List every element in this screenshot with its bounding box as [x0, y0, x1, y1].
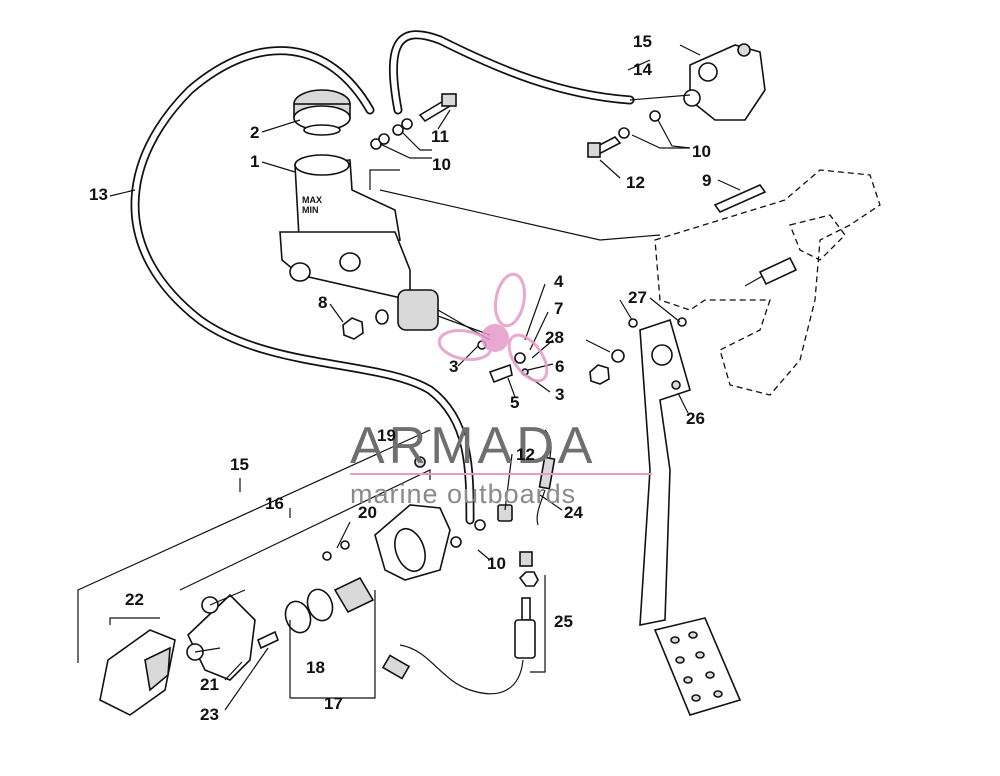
callout-14: 14	[633, 60, 652, 79]
callout-25: 25	[554, 612, 573, 631]
callout-8: 8	[318, 293, 327, 312]
callout-labels: 2 1 13 8 11 10 15 14 10 12 9 4 7 28 6 3 …	[89, 32, 711, 724]
callout-12-lower: 12	[516, 445, 535, 464]
callout-7: 7	[554, 299, 563, 318]
callout-13: 13	[89, 185, 108, 204]
hose-14	[388, 30, 635, 115]
brake-pads	[99, 629, 176, 716]
pedal-pad-holes	[670, 631, 723, 702]
callout-10-lower: 10	[487, 554, 506, 573]
kit-frame-10-lower	[477, 549, 491, 561]
callout-12-upper: 12	[626, 173, 645, 192]
kit-frame-15-lower	[77, 429, 431, 663]
callout-4: 4	[554, 272, 564, 291]
callout-15-lower: 15	[230, 455, 249, 474]
hose-13	[130, 46, 475, 525]
callout-5: 5	[510, 393, 519, 412]
callout-27: 27	[628, 288, 647, 307]
pedal-bracket	[654, 169, 881, 396]
kit-frame-16	[179, 469, 431, 591]
callout-16: 16	[265, 494, 284, 513]
callout-2: 2	[250, 123, 259, 142]
pressure-switch	[381, 551, 539, 695]
callout-15-upper: 15	[633, 32, 652, 51]
callout-23: 23	[200, 705, 219, 724]
watermark-title: ARMADA	[350, 417, 596, 475]
slave-cylinder-upper	[587, 43, 766, 158]
clutch-pedal	[589, 317, 742, 716]
banjo-fittings-upper	[370, 93, 457, 150]
callout-6: 6	[555, 357, 564, 376]
callout-10-upper: 10	[432, 155, 451, 174]
watermark-propeller-logo	[437, 272, 549, 383]
leader-lines	[109, 44, 741, 711]
callout-20: 20	[358, 503, 377, 522]
callout-26: 26	[686, 409, 705, 428]
slave-cylinder-lower	[322, 456, 513, 581]
caliper-bracket	[186, 589, 280, 681]
callout-11: 11	[431, 127, 449, 146]
callout-10-right: 10	[692, 142, 711, 161]
callout-19: 19	[377, 426, 396, 445]
watermark: ARMADA marine outboards	[350, 272, 652, 509]
piston-and-seals	[284, 576, 375, 634]
callout-3-left: 3	[449, 357, 458, 376]
master-cylinder	[279, 231, 491, 341]
reservoir-cap	[293, 89, 351, 136]
callout-9: 9	[702, 171, 711, 190]
callout-3-right: 3	[555, 385, 564, 404]
watermark-subtitle: marine outboards	[350, 479, 576, 509]
callout-24: 24	[564, 503, 583, 522]
callout-22: 22	[125, 590, 144, 609]
callout-18: 18	[306, 658, 325, 677]
callout-17: 17	[324, 694, 343, 713]
callout-1: 1	[250, 152, 259, 171]
callout-28: 28	[545, 328, 564, 347]
callout-21: 21	[200, 675, 219, 694]
kit-frame-17	[289, 590, 376, 699]
